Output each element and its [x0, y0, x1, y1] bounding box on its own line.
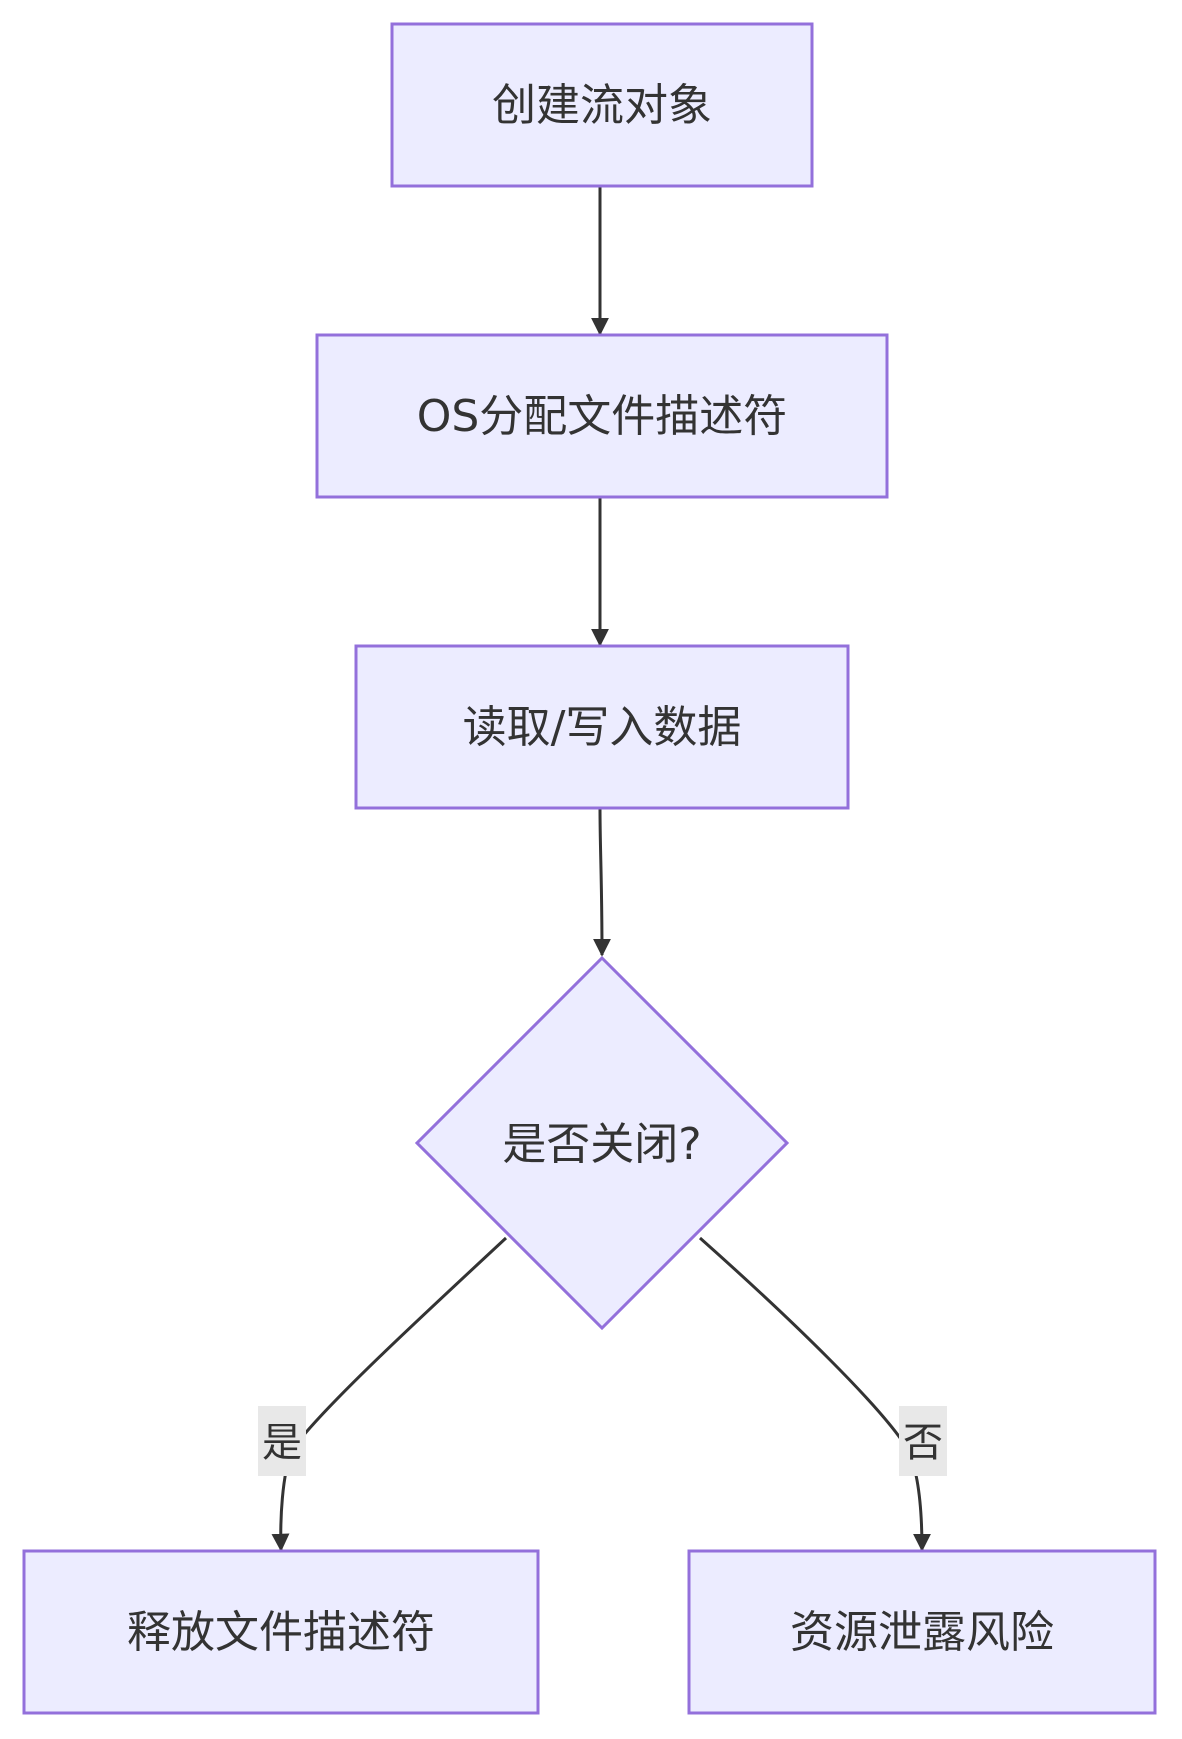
edge-label-yes: 是: [258, 1406, 306, 1476]
edge-readwrite-to-decision: [592, 807, 611, 957]
edge-decision-to-release: [271, 1236, 508, 1552]
node-os-allocate-label: OS分配文件描述符: [417, 391, 788, 442]
node-read-write: 读取/写入数据: [354, 644, 850, 810]
node-is-closed-label: 是否关闭?: [502, 1119, 701, 1170]
node-read-write-label: 读取/写入数据: [463, 702, 742, 753]
node-is-closed-decision: 是否关闭?: [414, 955, 790, 1331]
node-create-stream-label: 创建流对象: [492, 80, 712, 131]
node-release-fd-label: 释放文件描述符: [127, 1607, 435, 1658]
node-release-fd: 释放文件描述符: [22, 1549, 540, 1715]
node-leak-risk: 资源泄露风险: [687, 1549, 1157, 1715]
node-os-allocate: OS分配文件描述符: [315, 333, 889, 499]
node-leak-risk-label: 资源泄露风险: [790, 1607, 1054, 1658]
edge-label-no: 否: [899, 1406, 947, 1476]
edges: [271, 186, 931, 1552]
edge-decision-to-leak: [699, 1236, 931, 1552]
node-create-stream: 创建流对象: [390, 22, 814, 188]
edge-label-yes-text: 是: [262, 1420, 302, 1466]
edge-label-no-text: 否: [903, 1420, 943, 1466]
